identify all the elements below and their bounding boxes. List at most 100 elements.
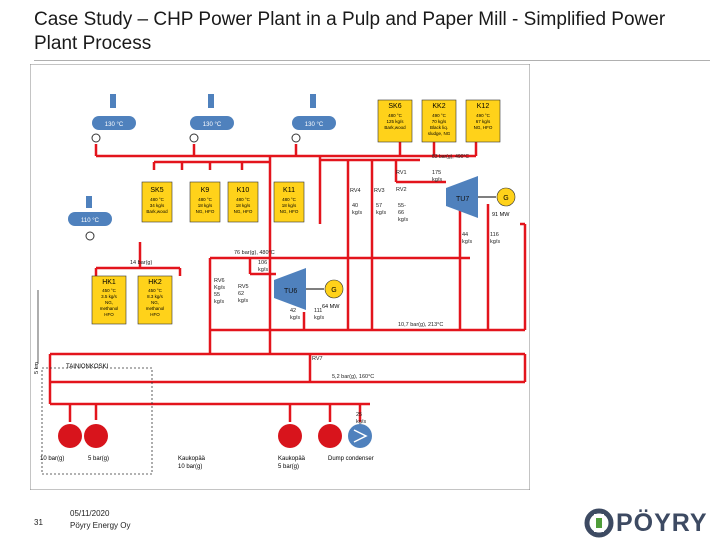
boiler-detail: 3.5 kg/s	[101, 294, 118, 299]
valve-rv1-label: RV1	[396, 170, 407, 176]
boiler-k12	[465, 99, 501, 143]
vessel-label: 130 °C	[203, 122, 222, 128]
valve	[189, 133, 199, 143]
consumers: 10 bar(g) 5 bar(g) Kaukopää 10 bar(g) Ka…	[40, 424, 374, 470]
generator-label: G	[331, 287, 336, 294]
vessel-label: 110 °C	[81, 218, 100, 224]
boiler-sk5	[141, 181, 173, 223]
boiler-detail: 34 kg/s	[150, 203, 165, 208]
valve-rv5-label: RV5	[238, 284, 249, 290]
valve-rv7-label: RV7	[312, 356, 323, 362]
valve	[91, 133, 101, 143]
title-divider	[34, 60, 710, 61]
generator-icon	[496, 187, 516, 207]
slide-title: Case Study – CHP Power Plant in a Pulp a…	[34, 9, 666, 54]
boiler-detail: 125 kg/s	[386, 119, 404, 124]
flow-unit: Kg/s	[214, 285, 225, 291]
consumer-kaukopaa-5	[318, 424, 342, 448]
boiler-detail: HFO	[150, 312, 160, 317]
consumer-label: 5 bar(g)	[88, 456, 109, 462]
valve-rv3-label: RV3	[374, 188, 385, 194]
boiler-name: KK2	[432, 103, 445, 110]
boiler-k10	[227, 181, 259, 223]
flow-unit: kg/s	[214, 299, 224, 305]
boiler-detail: 70 kg/s	[432, 119, 447, 124]
boiler-detail: 480 °C	[388, 113, 403, 118]
boiler-detail: 450 °C	[102, 288, 117, 293]
power-output: 91 MW	[492, 212, 510, 218]
footer-info: 05/11/2020 Pöyry Energy Oy	[70, 508, 130, 532]
consumer-5bar	[84, 424, 108, 448]
flow-value: 116	[490, 232, 499, 238]
turbine-tu7-group: TU7 G 91 MW	[446, 176, 516, 218]
flow-value: 57	[376, 203, 382, 209]
boiler-detail: methanol	[100, 306, 119, 311]
boiler-detail: Bark,wood	[384, 125, 406, 130]
flow-value: 55	[214, 292, 220, 298]
boiler-detail: Bark,wood	[146, 209, 168, 214]
boiler-detail: 18 kg/s	[282, 203, 297, 208]
consumer-label: Dump condenser	[328, 456, 374, 462]
boiler-name: HK2	[148, 279, 162, 286]
boiler-detail: NG,	[151, 300, 159, 305]
turbine-tu6-group: TU6 G 64 MW	[274, 268, 344, 310]
flow-value: 40	[352, 203, 358, 209]
flow-unit: kg/s	[314, 315, 324, 321]
valve	[291, 133, 301, 143]
boiler-detail: 490 °C	[432, 113, 447, 118]
flow-value: 66	[398, 210, 404, 216]
logo-icon	[584, 508, 614, 538]
vessel-label: 130 °C	[105, 122, 124, 128]
flow-unit: kg/s	[258, 267, 268, 273]
boiler-detail: NG, HFO	[280, 209, 299, 214]
flow-unit: kg/s	[290, 315, 300, 321]
consumer-label: 10 bar(g)	[178, 464, 202, 470]
flow-unit: kg/s	[238, 298, 248, 304]
generator-icon	[324, 279, 344, 299]
consumer-label: Kaukopää	[178, 456, 206, 462]
vessel-label: 130 °C	[305, 122, 324, 128]
boiler-detail: sludge, NG	[428, 131, 451, 136]
flow-value: 175	[432, 170, 441, 176]
vessel	[68, 212, 112, 226]
boiler-name: K10	[237, 187, 250, 194]
site-name: TAINIONKOSKI	[66, 364, 109, 370]
vessel-stack	[208, 94, 214, 108]
valve-rv6-label: RV6	[214, 278, 225, 284]
boilers-mid: SK5 480 °C 34 kg/s Bark,wood K9 480 °C 1…	[141, 181, 305, 223]
boiler-name: SK5	[150, 187, 163, 194]
vessel-stack	[110, 94, 116, 108]
valve-rv4-label: RV4	[350, 188, 361, 194]
boiler-kk2	[421, 99, 457, 143]
boiler-detail: 8.3 kg/s	[147, 294, 164, 299]
valve-rv2-label: RV2	[396, 187, 407, 193]
header-10-label: 10,7 bar(g), 213°C	[398, 322, 443, 328]
boiler-detail: 480 °C	[282, 197, 297, 202]
boilers-low: HK1 450 °C 3.5 kg/s NG, methanol HFO HK2…	[91, 275, 173, 325]
logo-text: PÖYRY	[616, 509, 708, 537]
boiler-name: SK6	[388, 103, 401, 110]
top-vessels: 130 °C 130 °C 130 °C 110 °C	[68, 94, 336, 241]
flow-value: 25	[356, 412, 362, 418]
boiler-name: K12	[477, 103, 490, 110]
header-52-label: 5,2 bar(g), 160°C	[332, 374, 374, 380]
flow-value: 62	[238, 291, 244, 297]
dump-condenser-icon	[348, 424, 372, 448]
boiler-detail: 18 kg/s	[198, 203, 213, 208]
flow-unit: kg/s	[398, 217, 408, 223]
flow-value: 55-	[398, 203, 406, 209]
flow-value: 44	[462, 232, 468, 238]
boiler-detail: NG,	[105, 300, 113, 305]
header-14-label: 14 bar(g)	[130, 260, 152, 266]
vessel-stack	[86, 196, 92, 208]
flow-value: 111	[314, 308, 322, 314]
boiler-hk1	[91, 275, 127, 325]
boiler-k9	[189, 181, 221, 223]
vessel	[292, 116, 336, 130]
boiler-detail: 18 kg/s	[236, 203, 251, 208]
power-output: 64 MW	[322, 304, 340, 310]
boiler-sk6	[377, 99, 413, 143]
header-83-label: 83 bar(g), 490°C	[432, 154, 469, 160]
flow-value: 106	[258, 260, 267, 266]
header-76-label: 76 bar(g), 480°C	[234, 250, 275, 256]
